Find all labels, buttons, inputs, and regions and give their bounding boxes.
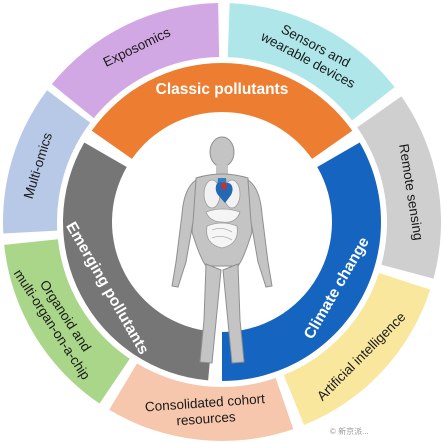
outer-segment-organoid bbox=[4, 239, 130, 404]
outer-segment-remote-sensing bbox=[357, 96, 441, 279]
watermark-text: © 新京派... bbox=[330, 426, 369, 436]
inner-label-classic: Classic pollutants bbox=[156, 81, 289, 98]
outer-segment-sensors bbox=[227, 3, 395, 121]
inner-segment-emerging bbox=[63, 142, 213, 381]
outer-segment-multi-omics bbox=[2, 90, 91, 234]
human-body-figure bbox=[171, 136, 273, 364]
outer-segment-ai bbox=[283, 272, 431, 426]
outer-segment-cohort bbox=[109, 363, 294, 441]
inner-segment-climate bbox=[222, 142, 381, 381]
inner-segment-classic bbox=[91, 63, 353, 159]
outer-segment-exposomics bbox=[51, 3, 220, 119]
